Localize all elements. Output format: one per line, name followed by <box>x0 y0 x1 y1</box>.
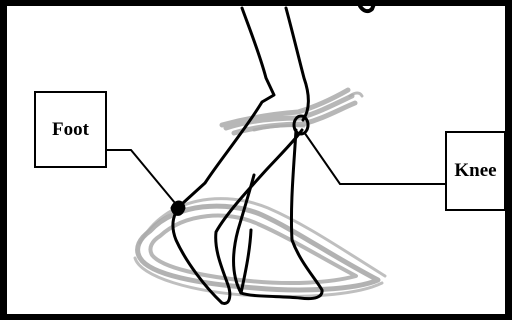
foot-label: Foot <box>34 91 107 168</box>
knee-label: Knee <box>445 131 506 211</box>
knee-leader-line <box>303 131 445 185</box>
knee-motion-trace-thin <box>252 91 364 132</box>
front-foot-inner <box>239 228 253 295</box>
front-leg-outline <box>232 6 324 301</box>
leader-lines <box>107 131 445 204</box>
foot-marker <box>170 200 186 216</box>
leg-outline <box>170 2 376 305</box>
knee-joint-circle <box>292 114 310 136</box>
knee-motion-trace <box>219 87 358 136</box>
top-mark <box>358 2 376 14</box>
foot-motion-trace-inner <box>148 213 358 286</box>
rear-leg-outline <box>171 6 304 305</box>
foot-leader-line <box>107 149 176 204</box>
